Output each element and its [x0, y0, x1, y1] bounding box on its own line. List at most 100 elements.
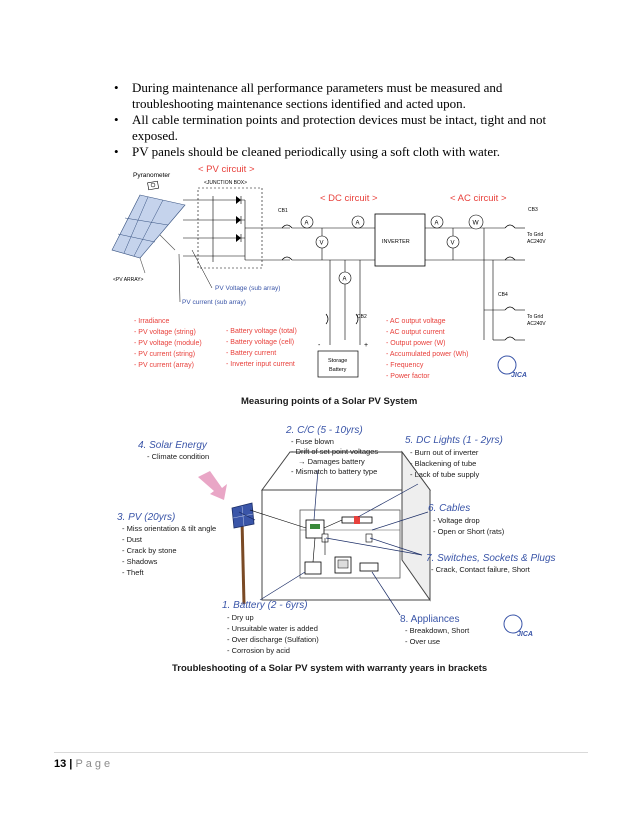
ammeter-icon: [430, 215, 444, 229]
cc-item: → Damages battery: [298, 457, 365, 466]
measure-item: - Inverter input current: [226, 361, 295, 368]
bullet-item: All cable termination points and protect…: [112, 112, 582, 144]
appliances-item: - Breakdown, Short: [405, 626, 470, 635]
voltmeter-icon: [315, 235, 329, 249]
figure-caption-troubleshooting: Troubleshooting of a Solar PV system wit…: [172, 663, 488, 674]
measure-item: - Frequency: [386, 362, 424, 369]
cables-item: - Open or Short (rats): [433, 527, 505, 536]
switches-item: - Crack, Contact failure, Short: [431, 565, 531, 574]
page-word: Page: [75, 758, 114, 770]
to-grid-voltage-label: AC240V: [527, 321, 546, 327]
wattmeter-icon: [468, 214, 484, 230]
wattmeter-label: W: [473, 220, 480, 227]
appliance-icon: [334, 556, 379, 574]
battery-item: - Over discharge (Sulfation): [227, 635, 319, 644]
pv-current-sub-label: PV current (sub array): [182, 299, 246, 306]
dc-lights-item: - Blackening of tube: [410, 459, 476, 468]
storage-battery-label: Storage: [328, 358, 347, 364]
inverter-label: INVERTER: [382, 239, 410, 245]
solar-energy-item: - Climate condition: [147, 452, 209, 461]
battery-item: - Dry up: [227, 613, 254, 622]
pv-item: - Shadows: [122, 557, 158, 566]
bullet-item: During maintenance all performance param…: [112, 80, 582, 112]
jica-logo-text: JICA: [511, 372, 527, 379]
voltmeter-label: V: [451, 241, 455, 247]
measure-item: - Battery voltage (cell): [226, 339, 294, 346]
ammeter-label: A: [343, 277, 347, 283]
to-grid-label: To Grid: [527, 314, 543, 320]
cables-title: 6. Cables: [428, 503, 470, 514]
storage-battery: [317, 350, 359, 378]
measure-item: - AC output voltage: [386, 318, 446, 325]
measure-item: - PV current (array): [134, 362, 194, 369]
cc-title: 2. C/C (5 - 10yrs): [285, 425, 363, 436]
house-illustration: [261, 450, 431, 602]
cc-item: - Mismatch to battery type: [291, 467, 377, 476]
jica-logo: JICA: [503, 614, 533, 638]
ac-circuit-label: < AC circuit >: [450, 193, 507, 204]
ammeter-label: A: [305, 221, 309, 227]
battery-item: - Unsuitable water is added: [227, 624, 318, 633]
bullet-item: PV panels should be cleaned periodically…: [112, 144, 582, 160]
switches-title: 7. Switches, Sockets & Plugs: [426, 553, 556, 564]
measure-item: - PV voltage (module): [134, 340, 202, 347]
to-grid-voltage-label: AC240V: [527, 239, 546, 245]
bullet-list: During maintenance all performance param…: [112, 80, 582, 160]
jica-logo-text: JICA: [517, 631, 533, 638]
measure-item: - Output power (W): [386, 340, 446, 347]
solar-energy-title: 4. Solar Energy: [138, 440, 208, 451]
pv-array-label: <PV ARRAY>: [113, 277, 144, 283]
battery-plus-label: +: [364, 342, 368, 349]
voltmeter-label: V: [320, 241, 324, 247]
measure-item: - AC output current: [386, 329, 445, 336]
pv-item: - Miss orientation & tilt angle: [122, 524, 216, 533]
dc-lights-item: - Burn out of inverter: [410, 448, 479, 457]
cc-item: - Drift of set point voltages: [291, 447, 378, 456]
ammeter-label: A: [435, 221, 439, 227]
measure-item: - Accumulated power (Wh): [386, 351, 468, 358]
ammeter-label: A: [356, 221, 360, 227]
dc-circuit-label: < DC circuit >: [320, 193, 378, 204]
page-footer: 13 | Page: [54, 758, 113, 770]
storage-battery-label: Battery: [329, 367, 347, 373]
battery-title: 1. Battery (2 - 6yrs): [222, 600, 308, 611]
ammeter-icon: [300, 215, 314, 229]
pv-title: 3. PV (20yrs): [117, 512, 175, 523]
appliances-title: 8. Appliances: [400, 614, 460, 625]
battery-minus-label: -: [318, 342, 321, 349]
pv-item: - Theft: [122, 568, 144, 577]
light-fixture-icon: [341, 516, 373, 524]
cb1-label: CB1: [278, 208, 288, 214]
measure-item: - Battery current: [226, 350, 276, 357]
inverter-box: [374, 213, 426, 267]
cb3-label: CB3: [528, 207, 538, 213]
sunlight-arrow: [198, 471, 227, 500]
pv-voltage-sub-label: PV Voltage (sub array): [215, 285, 280, 292]
junction-box-label: <JUNCTION BOX>: [204, 180, 247, 186]
measure-item: - PV current (string): [134, 351, 195, 358]
battery-icon: [304, 561, 322, 575]
pv-circuit-label: < PV circuit >: [198, 164, 255, 175]
ammeter-icon: [338, 271, 352, 285]
pyranometer-label: Pyranometer: [133, 172, 171, 179]
pv-item: - Crack by stone: [122, 546, 177, 555]
pv-item: - Dust: [122, 535, 143, 544]
battery-item: - Corrosion by acid: [227, 646, 290, 655]
jica-logo: JICA: [497, 355, 527, 379]
measure-item: - PV voltage (string): [134, 329, 196, 336]
voltmeter-icon: [446, 235, 460, 249]
measure-item: - Power factor: [386, 373, 430, 380]
diode-icons: [236, 196, 242, 242]
pyranometer-icon: [147, 180, 159, 191]
measure-item: - Irradiance: [134, 318, 170, 325]
page-number: 13: [54, 758, 67, 770]
figure-caption-measuring: Measuring points of a Solar PV System: [241, 396, 418, 407]
cb2-label: CB2: [357, 314, 367, 320]
ammeter-icon: [351, 215, 365, 229]
dc-lights-title: 5. DC Lights (1 - 2yrs): [405, 435, 503, 446]
footer-separator: |: [66, 758, 76, 770]
appliances-item: - Over use: [405, 637, 440, 646]
dc-lights-item: - Lack of tube supply: [410, 470, 479, 479]
charge-controller-icon: [305, 519, 325, 539]
